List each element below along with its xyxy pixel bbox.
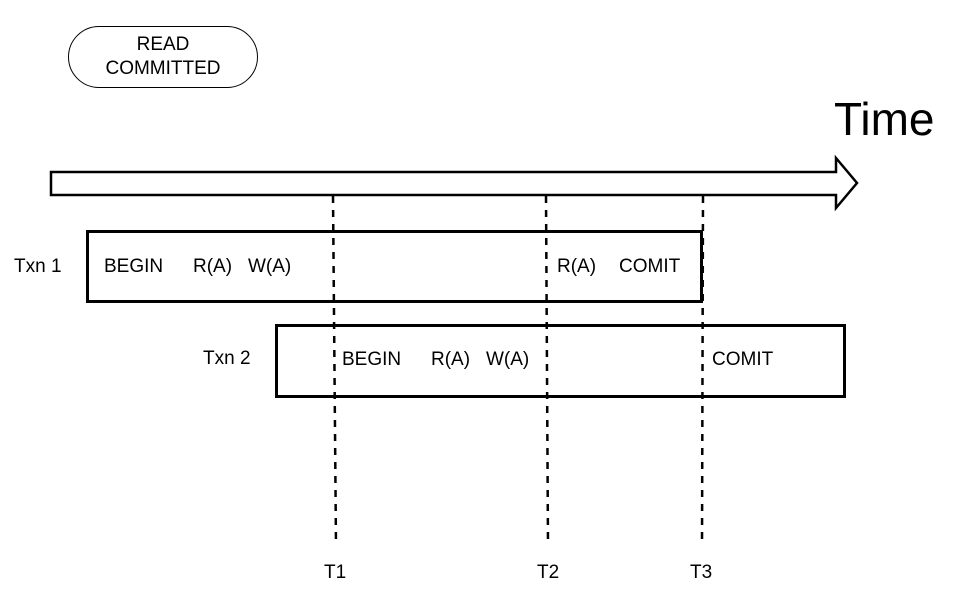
t2-marker-line <box>544 195 550 547</box>
txn2-op-read-a: R(A) <box>431 349 471 370</box>
t3-marker-line <box>700 195 705 547</box>
isolation-level-line1: READ <box>136 34 190 55</box>
txn1-op-write-a: W(A) <box>248 256 292 277</box>
tick-t2-label: T2 <box>537 562 560 583</box>
txn2-op-commit: COMIT <box>712 349 774 370</box>
txn1-box <box>86 230 703 303</box>
txn1-op-read-a-2: R(A) <box>557 256 597 277</box>
time-arrow <box>49 154 859 212</box>
txn2-op-begin: BEGIN <box>342 349 402 370</box>
txn1-op-begin: BEGIN <box>104 256 164 277</box>
isolation-level-line2: COMMITTED <box>105 58 221 79</box>
tick-t1-label: T1 <box>324 562 347 583</box>
tick-t3-label: T3 <box>690 562 713 583</box>
txn1-op-read-a: R(A) <box>193 256 233 277</box>
t1-marker-line <box>331 195 338 547</box>
txn2-label: Txn 2 <box>203 348 251 369</box>
txn2-op-write-a: W(A) <box>486 349 530 370</box>
txn2-box <box>275 324 846 398</box>
txn1-label: Txn 1 <box>14 256 62 277</box>
isolation-level-badge: READ COMMITTED <box>68 26 258 88</box>
time-axis-label: Time <box>834 93 935 145</box>
txn1-op-commit: COMIT <box>619 256 681 277</box>
